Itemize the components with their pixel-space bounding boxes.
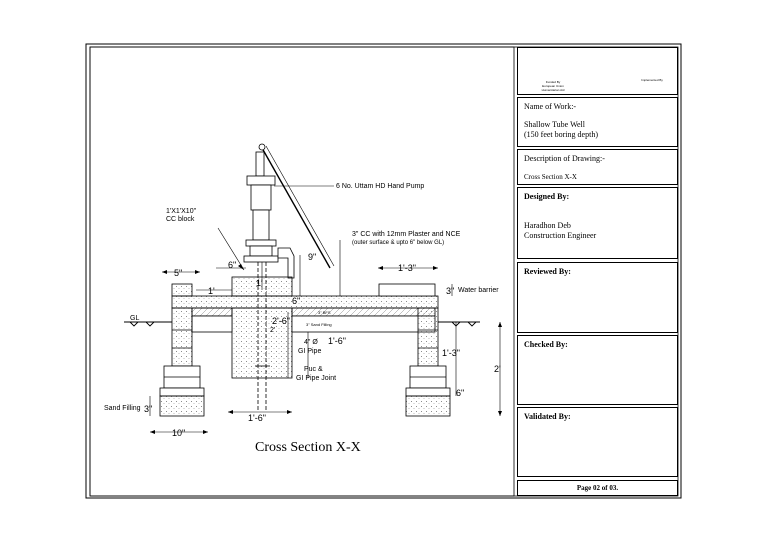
drawing-labels: 6 No. Uttam HD Hand Pump 1'X1'X10" CC bl… [104, 183, 501, 455]
drawing-frame [89, 46, 515, 497]
work-line-1: Shallow Tube Well [524, 120, 585, 129]
plaster-label-2: (outer surface & upto 6" below GL) [352, 240, 444, 246]
dim-1ft3-r: 1'-3" [442, 348, 460, 358]
cc-block-label: 1'X1'X10" [166, 208, 197, 215]
page-number: Page 02 of 03. [576, 484, 619, 492]
drawing-title: Cross Section X-X [255, 440, 361, 455]
work-line-2: (150 feet boring depth) [524, 130, 598, 139]
sand-filling-inner-label: 3" Sand Filling [306, 322, 332, 327]
validated-heading: Validated By: [524, 412, 571, 421]
dim-1ft-b: 1' [256, 278, 263, 288]
funded-by-text: Funded By [545, 80, 561, 84]
dim-1ft6-v: 1'-6" [328, 336, 346, 346]
work-heading: Name of Work:- [524, 102, 577, 111]
checked-heading: Checked By: [524, 340, 568, 349]
page-panel: Page 02 of 03. [517, 480, 678, 496]
description-value: Cross Section X-X [524, 173, 577, 181]
dim-2ft6-b: 2' [270, 327, 275, 334]
validated-panel: Validated By: [517, 407, 678, 477]
bfs-label: 3" BFS [318, 310, 331, 315]
gl-label: GL [130, 315, 139, 322]
dim-2ft6: 2'-6" [272, 316, 290, 326]
joint-label-1: Puc & [304, 366, 323, 373]
designer-name: Haradhon Deb [524, 221, 571, 230]
description-panel: Description of Drawing:- Cross Section X… [517, 149, 678, 185]
gi-pipe-label-2: GI Pipe [298, 348, 321, 355]
arrowheads [150, 264, 502, 434]
work-panel: Name of Work:- Shallow Tube Well (150 fe… [517, 97, 678, 147]
dim-3in-sand: 3" [144, 404, 152, 414]
joint-label-2: GI Pipe Joint [296, 375, 336, 382]
dim-6in-top: 6" [228, 260, 236, 270]
gi-pipe-label-1: 4" Ø [304, 339, 318, 346]
sand-filling-label: Sand Filling [104, 405, 141, 412]
dim-1ft3-top: 1'-3" [398, 263, 416, 273]
checked-panel: Checked By: [517, 335, 678, 405]
designed-heading: Designed By: [524, 192, 570, 201]
plaster-label-1: 3" CC with 12mm Plaster and NCE [352, 231, 461, 238]
implemented-by-text: Implemented By [641, 78, 663, 82]
dim-5in: 5" [174, 268, 182, 278]
dim-3in-wb: 3" [446, 286, 454, 296]
logo-panel: Funded By European Union Humanitarian Ai… [517, 47, 678, 95]
designed-panel: Designed By: Haradhon Deb Construction E… [517, 187, 678, 259]
reviewed-panel: Reviewed By: [517, 262, 678, 333]
description-heading: Description of Drawing:- [524, 154, 605, 163]
platform [159, 262, 451, 417]
dim-6in-r: 6" [456, 388, 464, 398]
cc-block-label-2: CC block [166, 216, 195, 223]
ground-line [124, 321, 480, 327]
water-barrier-label: Water barrier [458, 287, 499, 294]
dim-6in-mid: 6" [292, 296, 300, 306]
funder-name-text: European Union [542, 84, 564, 88]
dim-10in: 10" [172, 428, 185, 438]
hand-pump [243, 143, 335, 290]
dim-1ft6-bot: 1'-6" [248, 413, 266, 423]
designer-role: Construction Engineer [524, 231, 597, 240]
dim-1ft: 1' [208, 286, 215, 296]
outer-border [85, 43, 682, 499]
dim-2ft: 2' [494, 364, 501, 374]
reviewed-heading: Reviewed By: [524, 267, 571, 276]
pump-label: 6 No. Uttam HD Hand Pump [336, 183, 424, 190]
funder-sub-text: Humanitarian Aid [541, 88, 565, 92]
dim-9in: 9" [308, 252, 316, 262]
